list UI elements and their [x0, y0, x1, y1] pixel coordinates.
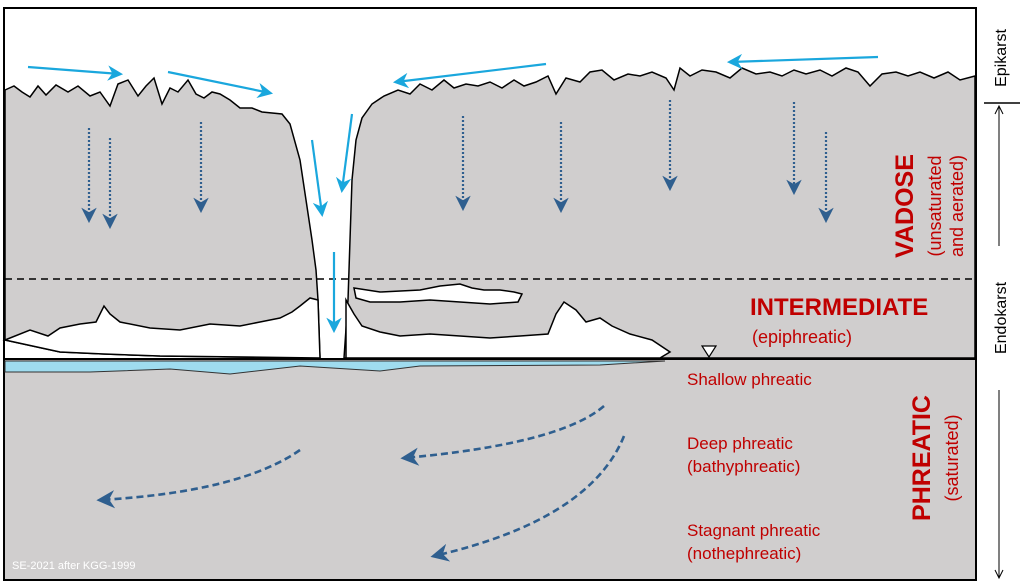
phreatic-subtitle: (saturated) — [942, 414, 962, 501]
surface-arrow — [726, 53, 879, 70]
vadose-subtitle-line-2: and aerated) — [947, 155, 967, 257]
deep-phreatic-label-line-2: (bathyphreatic) — [687, 457, 800, 476]
seepage-arrows — [81, 100, 834, 230]
rock-block-left — [4, 76, 321, 359]
surface-arrow — [27, 65, 124, 81]
phreatic-zone-body — [5, 359, 975, 579]
surface-arrow — [167, 70, 274, 99]
water-lens — [4, 360, 666, 375]
credit-text: SE-2021 after KGG-1999 — [12, 560, 136, 572]
vadose-subtitle-line-1: (unsaturated — [925, 155, 945, 256]
phreatic-flow-arrows — [96, 405, 626, 562]
shaft-inflow-arrow — [335, 113, 354, 194]
stagnant-phreatic-label-line-1: Stagnant phreatic — [687, 521, 821, 540]
vadose-title: VADOSE — [891, 154, 919, 258]
phreatic-title: PHREATIC — [908, 395, 936, 521]
cave-cavity-right — [345, 297, 672, 359]
endokarst-arrowhead-bottom — [994, 569, 1004, 580]
cave-cavity-slot — [353, 283, 524, 305]
surface-arrow — [392, 62, 547, 89]
rock-block-right — [343, 66, 976, 359]
endokarst-label: Endokarst — [993, 281, 1010, 354]
intermediate-subtitle: (epiphreatic) — [752, 327, 852, 347]
phreatic-flow-arrow — [430, 435, 626, 562]
endokarst-arrowhead-top — [994, 104, 1004, 115]
cave-cavity-left — [2, 297, 321, 359]
surface-flow-arrows — [27, 53, 879, 334]
shallow-phreatic-label: Shallow phreatic — [687, 370, 812, 389]
shaft-inflow-arrow — [310, 139, 328, 218]
phreatic-flow-arrow — [400, 405, 605, 466]
water-table-symbol — [700, 345, 718, 359]
deep-phreatic-label-line-1: Deep phreatic — [687, 434, 793, 453]
epikarst-label: Epikarst — [993, 29, 1010, 87]
intermediate-title: INTERMEDIATE — [750, 294, 928, 321]
stagnant-phreatic-label-line-2: (nothephreatic) — [687, 544, 801, 563]
